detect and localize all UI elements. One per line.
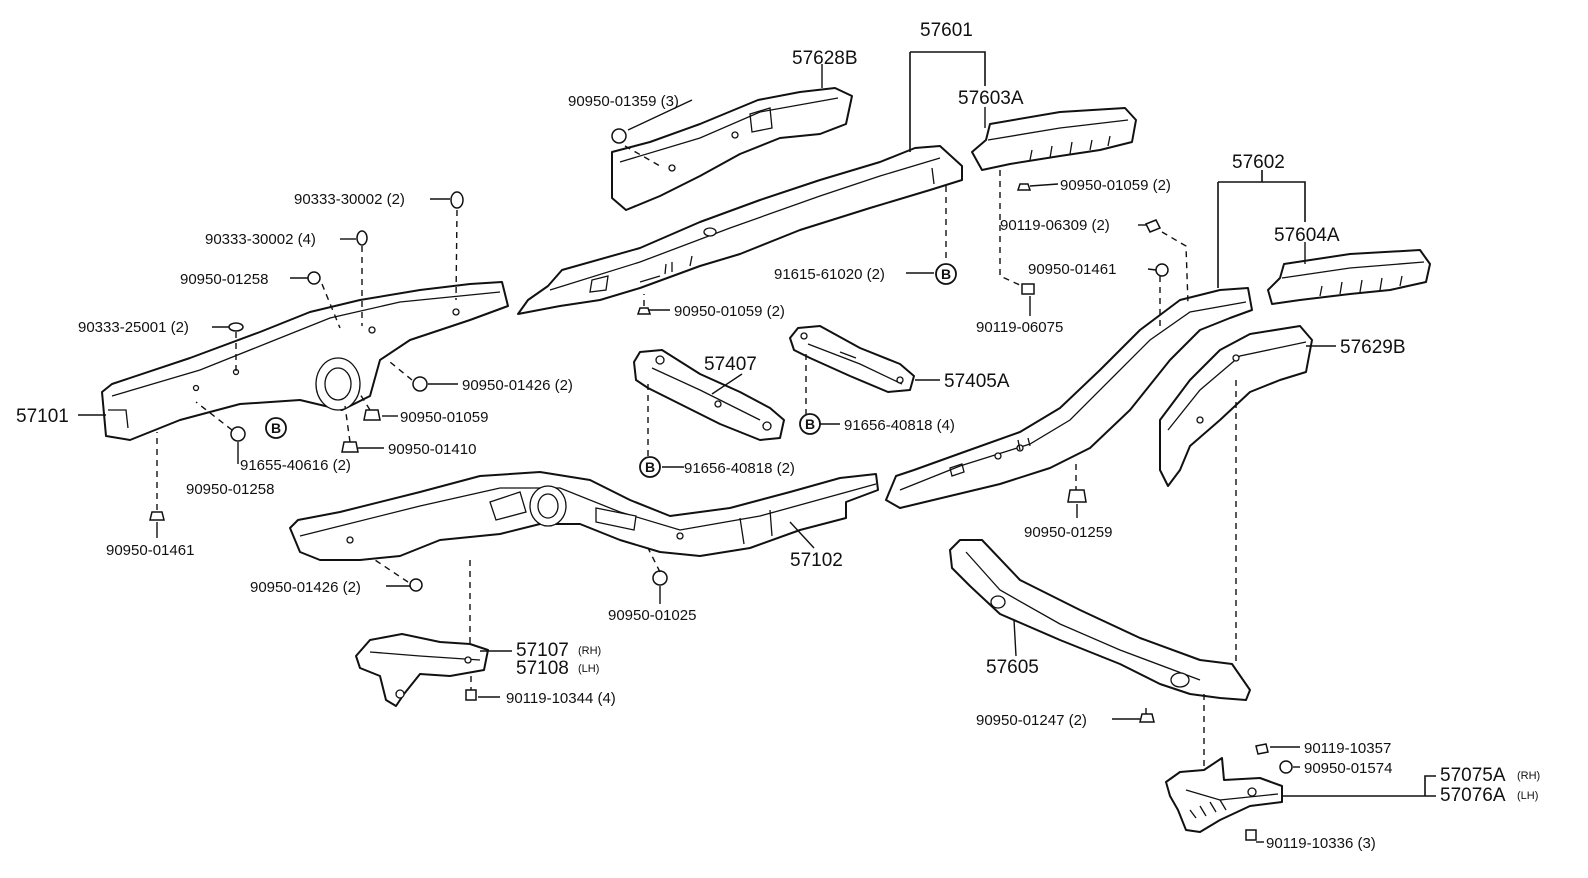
label-57605: 57605	[986, 657, 1039, 678]
label-57075a: 57075A	[1440, 765, 1506, 786]
label-90119-10357: 90119-10357	[1304, 740, 1391, 757]
label-90119-10336: 90119-10336 (3)	[1266, 835, 1376, 852]
label-57601: 57601	[920, 20, 973, 41]
label-57603a: 57603A	[958, 88, 1024, 109]
label-57604a: 57604A	[1274, 225, 1340, 246]
bolt-90119-10336	[1245, 829, 1257, 841]
part-57604a	[1267, 249, 1431, 305]
label-90950-01059: 90950-01059	[400, 409, 488, 426]
bolt-90119-10357	[1255, 743, 1269, 755]
bolt-90119-06309	[1144, 219, 1162, 233]
label-57628b: 57628B	[792, 48, 858, 69]
nut-90950-01461-a	[149, 511, 165, 521]
part-57603a	[971, 107, 1137, 171]
label-90950-01461-a: 90950-01461	[1028, 261, 1116, 278]
alignment-lines	[156, 145, 1237, 770]
label-57101: 57101	[16, 406, 69, 427]
label-90950-01059-2b: 90950-01059 (2)	[674, 303, 785, 320]
nut-90950-01059-c	[636, 307, 652, 315]
nut-90950-01258-a	[307, 271, 321, 285]
part-57107-57108	[355, 633, 489, 707]
label-90950-01461-b: 90950-01461	[106, 542, 194, 559]
badge-b-91655-40616: B	[265, 417, 287, 439]
svg-text:B: B	[805, 416, 815, 432]
nut-90950-01247	[1139, 713, 1155, 723]
label-90950-01259: 90950-01259	[1024, 524, 1112, 541]
label-57102: 57102	[790, 550, 843, 571]
label-90950-01410: 90950-01410	[388, 441, 476, 458]
part-57628b	[611, 87, 853, 211]
label-57108-side: (LH)	[578, 663, 599, 675]
badge-b-91656-40818-2: B	[639, 456, 661, 478]
grommet-90950-01259	[1067, 489, 1087, 503]
label-57107-side: (RH)	[578, 645, 601, 657]
part-57102	[289, 471, 879, 561]
leader-lines	[78, 51, 1436, 843]
label-57405a: 57405A	[944, 371, 1010, 392]
nut-90950-01426-b	[409, 578, 423, 592]
nut-90950-01461-b	[1155, 263, 1169, 277]
part-57407	[633, 349, 785, 441]
plug-90333-30002-4	[356, 230, 368, 246]
label-90119-10344: 90119-10344 (4)	[506, 690, 616, 707]
label-90950-01258-b: 90950-01258	[186, 481, 274, 498]
bolt-90119-06075	[1021, 283, 1035, 295]
bolt-90119-10344	[465, 689, 477, 701]
label-90119-06075: 90119-06075	[976, 319, 1063, 336]
label-90950-01247: 90950-01247 (2)	[976, 712, 1087, 729]
label-57108: 57108	[516, 658, 569, 679]
part-57605	[949, 539, 1251, 701]
label-90333-30002-2: 90333-30002 (2)	[294, 191, 405, 208]
label-90119-06309: 90119-06309 (2)	[1000, 217, 1110, 234]
part-57405a	[789, 325, 915, 393]
label-91656-40818-2: 91656-40818 (2)	[684, 460, 795, 477]
part-57601	[517, 145, 963, 315]
label-57407: 57407	[704, 354, 757, 375]
badge-b-91615-61020: B	[935, 263, 957, 285]
label-90333-25001: 90333-25001 (2)	[78, 319, 189, 336]
nut-90950-01258-b	[230, 426, 246, 442]
nut-90950-01025	[652, 570, 668, 586]
fasteners	[149, 128, 1293, 841]
part-57602	[885, 287, 1253, 509]
label-57076a-side: (LH)	[1517, 790, 1538, 802]
part-57629b	[1159, 325, 1313, 487]
label-90950-01426-a: 90950-01426 (2)	[462, 377, 573, 394]
nut-90950-01059-a	[363, 409, 381, 421]
nut-90950-01359	[611, 128, 627, 144]
part-labels: 57601 57628B 90950-01359 (3) 57603A 9095…	[16, 20, 1540, 852]
label-90950-01359: 90950-01359 (3)	[568, 93, 679, 110]
label-57602: 57602	[1232, 152, 1285, 173]
label-90950-01574: 90950-01574	[1304, 760, 1392, 777]
nut-90950-01410	[341, 441, 359, 453]
badge-b-91656-40818-4: B	[799, 413, 821, 435]
label-91656-40818-4: 91656-40818 (4)	[844, 417, 955, 434]
plug-90333-30002-2	[450, 191, 464, 209]
svg-text:B: B	[941, 266, 951, 282]
label-90950-01426-b: 90950-01426 (2)	[250, 579, 361, 596]
label-57107: 57107	[516, 640, 569, 661]
label-57076a: 57076A	[1440, 785, 1506, 806]
part-57075a-57076a	[1165, 757, 1283, 833]
plug-90333-25001	[228, 322, 244, 332]
label-90950-01059-2a: 90950-01059 (2)	[1060, 177, 1171, 194]
nut-90950-01574	[1279, 760, 1293, 774]
svg-text:B: B	[271, 420, 281, 436]
label-57075a-side: (RH)	[1517, 770, 1540, 782]
label-90950-01258-a: 90950-01258	[180, 271, 268, 288]
label-91615-61020: 91615-61020 (2)	[774, 266, 885, 283]
label-90333-30002-4: 90333-30002 (4)	[205, 231, 316, 248]
label-91655-40616: 91655-40616 (2)	[240, 457, 351, 474]
grommet-90950-01426-a	[412, 376, 428, 392]
svg-text:B: B	[645, 459, 655, 475]
nut-90950-01059-b	[1016, 183, 1032, 191]
label-57629b: 57629B	[1340, 337, 1406, 358]
part-57101	[101, 281, 509, 441]
label-90950-01025: 90950-01025	[608, 607, 696, 624]
